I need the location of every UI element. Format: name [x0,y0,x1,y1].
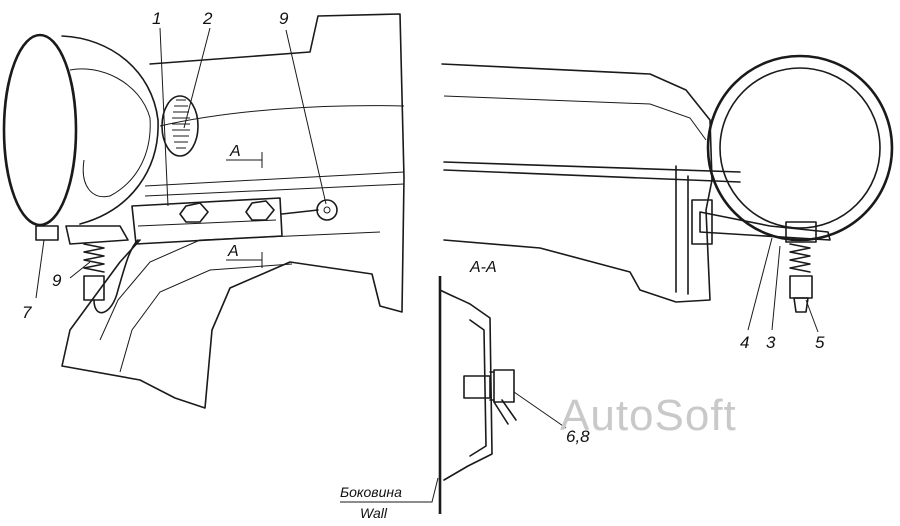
bracket-section [469,319,487,457]
section-mark-lower: A [227,243,239,260]
wire-lead [281,209,319,215]
bolt-section-head [463,375,491,399]
leader-6-8 [513,391,567,429]
stud-tip-right [793,297,809,313]
wing-crease [144,171,405,197]
nut-section [493,369,515,403]
cab-panel-outline [61,13,405,409]
leader-9-top [285,29,327,205]
leader-wall [340,477,439,503]
fog-lamp-right-lens [719,67,881,229]
section-mark-upper-line [226,152,263,168]
leader-3 [771,245,781,331]
bolt-head-2 [245,200,275,221]
bolt-head-1 [179,202,209,223]
leader-7 [35,239,45,299]
lamp-foot-right [785,221,817,243]
fog-lamp-left-lens [2,33,78,227]
callout-3: 3 [766,333,776,352]
knob-ribs [172,99,190,149]
grommet-9 [316,199,338,221]
wheel-arch-outer [119,263,293,373]
wall-label-en: Wall [360,505,388,521]
callout-5: 5 [815,333,825,352]
section-view-title: A-A [469,259,497,276]
washer-section [489,371,495,401]
mount-stud-head [35,225,59,241]
grommet-9-inner [323,206,331,214]
lamp-foot [65,225,129,245]
bracket-left [131,197,283,245]
section-mark-upper: A [229,143,241,160]
callout-9-top: 9 [279,9,289,28]
right-view [441,54,894,333]
callout-7: 7 [22,303,32,322]
spring-right [789,243,811,273]
clamp-right [691,199,713,245]
wing-right-edge [443,161,741,183]
cab-panel-right-outline [441,63,713,303]
leader-2 [183,27,211,129]
callout-2: 2 [202,9,213,28]
adjuster-knob [161,95,199,157]
wheel-arch-inner [99,231,381,341]
callout-9-left: 9 [52,271,62,290]
leader-5 [805,299,819,333]
callout-1: 1 [152,9,161,28]
panel-right-crease [443,95,707,141]
bracket-slot [137,219,277,227]
bracket-tail [493,399,517,425]
nut-right [789,275,813,299]
section-aa-view [340,276,567,514]
spring-left [83,243,105,273]
fog-lamp-right-body [706,54,894,242]
panel-crease [159,105,405,127]
wall-label-ru: Боковина [340,484,402,500]
cable-left [93,239,139,314]
section-mark-lower-line [226,252,263,268]
leader-1 [159,27,169,207]
leader-4 [747,237,773,331]
flange-right [675,165,689,295]
wall-offset [439,289,493,481]
fog-lamp-left-rim [61,35,159,225]
callout-6-8: 6,8 [566,427,590,446]
leader-9-left [69,261,91,279]
fog-lamp-left-reflector [69,68,151,198]
left-view [2,13,405,409]
bracket-right [699,211,831,241]
callout-4: 4 [740,333,749,352]
watermark: AutoSoft [560,391,737,440]
